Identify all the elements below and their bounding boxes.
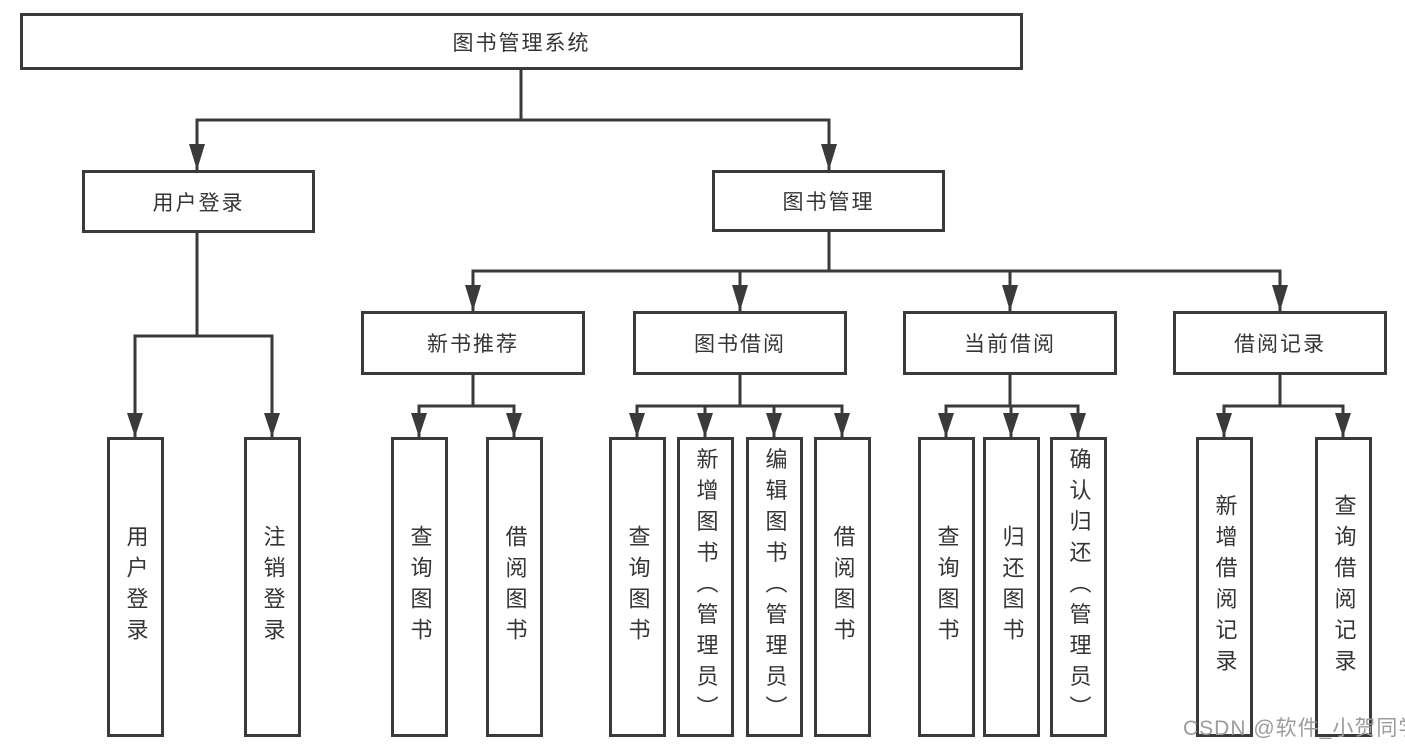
leaf-confirm-return-admin-label: 确认归还（管理员） [1066, 447, 1092, 727]
node-user-login: 用户登录 [82, 170, 315, 233]
leaf-query-borrow-record: 查询借阅记录 [1315, 437, 1372, 737]
node-new-book-recommend: 新书推荐 [361, 311, 585, 375]
leaf-add-book-admin-label: 新增图书（管理员） [693, 447, 719, 727]
node-new-book-recommend-label: 新书推荐 [427, 333, 519, 356]
leaf-logout: 注销登录 [244, 437, 301, 737]
leaf-user-login-label: 用户登录 [123, 525, 149, 649]
leaf-borrow-books-2-label: 借阅图书 [830, 525, 856, 649]
leaf-return-books-label: 归还图书 [999, 525, 1025, 649]
leaf-query-borrow-record-label: 查询借阅记录 [1331, 494, 1357, 680]
node-borrowing-records: 借阅记录 [1173, 311, 1387, 375]
leaf-query-books-3-label: 查询图书 [934, 525, 960, 649]
node-root-label: 图书管理系统 [452, 31, 591, 55]
leaf-add-borrow-record: 新增借阅记录 [1196, 437, 1253, 737]
leaf-borrow-books-2: 借阅图书 [814, 437, 871, 737]
node-book-management-label: 图书管理 [782, 191, 875, 214]
node-root: 图书管理系统 [20, 13, 1023, 70]
leaf-add-book-admin: 新增图书（管理员） [677, 437, 734, 737]
node-book-management: 图书管理 [712, 170, 945, 232]
leaf-borrow-books-1: 借阅图书 [486, 437, 543, 737]
leaf-query-books-3: 查询图书 [918, 437, 975, 737]
leaf-add-borrow-record-label: 新增借阅记录 [1212, 494, 1238, 680]
leaf-logout-label: 注销登录 [260, 525, 286, 649]
connector-borrowing-records-branch [1216, 375, 1351, 437]
node-book-borrowing-label: 图书借阅 [694, 333, 786, 356]
node-borrowing-records-label: 借阅记录 [1234, 333, 1326, 356]
node-user-login-label: 用户登录 [152, 191, 245, 215]
leaf-confirm-return-admin: 确认归还（管理员） [1050, 437, 1107, 737]
connector-new-book-recommend-branch [411, 375, 522, 437]
leaf-borrow-books-1-label: 借阅图书 [502, 525, 528, 649]
connector-user-login-branch [127, 233, 280, 437]
node-current-borrowing: 当前借阅 [903, 311, 1117, 375]
leaf-query-books-1: 查询图书 [391, 437, 448, 737]
connector-root-to-level2 [189, 70, 837, 170]
connector-book-borrowing-branch [629, 375, 850, 437]
leaf-edit-book-admin: 编辑图书（管理员） [746, 437, 803, 737]
leaf-query-books-1-label: 查询图书 [407, 525, 433, 649]
leaf-return-books: 归还图书 [983, 437, 1040, 737]
leaf-edit-book-admin-label: 编辑图书（管理员） [762, 447, 788, 727]
leaf-user-login: 用户登录 [107, 437, 164, 737]
connector-current-borrowing-branch [938, 375, 1086, 437]
leaf-query-books-2: 查询图书 [609, 437, 666, 737]
node-book-borrowing: 图书借阅 [633, 311, 847, 375]
leaf-query-books-2-label: 查询图书 [625, 525, 651, 649]
connector-book-management-branch [465, 232, 1288, 311]
csdn-watermark: CSDN @软件_小贺同学 [1183, 717, 1405, 740]
node-current-borrowing-label: 当前借阅 [964, 333, 1056, 356]
